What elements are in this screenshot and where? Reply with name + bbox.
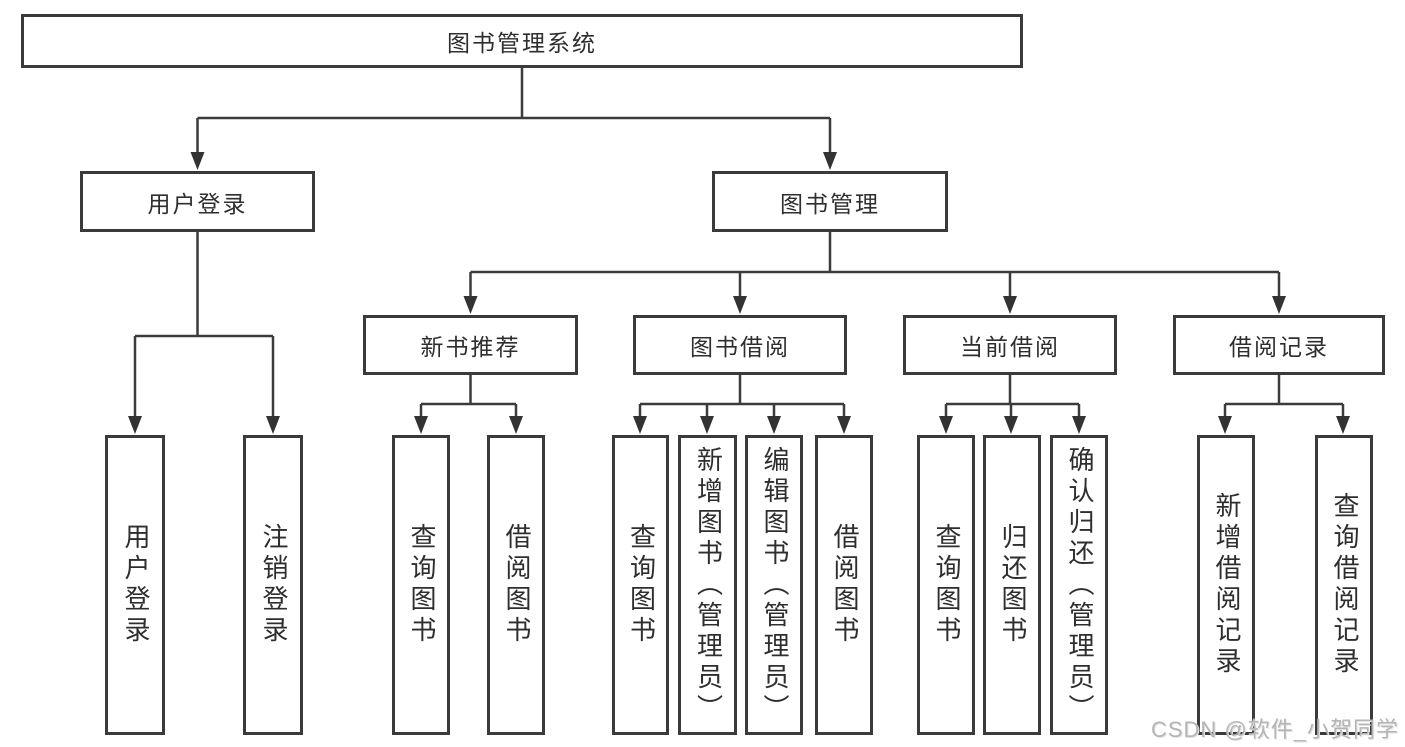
arrowheads xyxy=(128,152,1350,434)
leaf-current-query-book: 查询图书 xyxy=(917,435,975,735)
leaf-recommend-query-book-label: 查询图书 xyxy=(406,523,437,647)
node-user-login: 用户登录 xyxy=(80,171,315,232)
node-book-management: 图书管理 xyxy=(712,171,948,232)
node-root: 图书管理系统 xyxy=(21,14,1023,68)
leaf-borrowing-query-book-label: 查询图书 xyxy=(626,523,657,647)
leaf-add-book-admin-label: 新增图书（管理员） xyxy=(693,445,724,725)
leaf-confirm-return-admin-label: 确认归还（管理员） xyxy=(1064,445,1095,725)
node-borrowing-records-label: 借阅记录 xyxy=(1229,334,1329,360)
node-user-login-label: 用户登录 xyxy=(147,190,248,217)
node-current-borrowing-label: 当前借阅 xyxy=(960,334,1060,360)
watermark: CSDN @软件_小贺同学 xyxy=(1150,717,1399,742)
leaf-confirm-return-admin: 确认归还（管理员） xyxy=(1050,435,1108,735)
leaf-logout: 注销登录 xyxy=(243,435,303,735)
node-book-borrowing-label: 图书借阅 xyxy=(690,334,790,360)
leaf-borrowing-borrow-book: 借阅图书 xyxy=(815,435,873,735)
leaf-add-borrow-record-label: 新增借阅记录 xyxy=(1211,492,1242,678)
leaf-edit-book-admin-label: 编辑图书（管理员） xyxy=(759,445,790,725)
leaf-user-login: 用户登录 xyxy=(105,435,165,735)
leaf-query-borrow-record-label: 查询借阅记录 xyxy=(1329,492,1360,678)
node-book-management-label: 图书管理 xyxy=(780,190,880,217)
leaf-logout-label: 注销登录 xyxy=(258,523,289,647)
leaf-return-book: 归还图书 xyxy=(983,435,1041,735)
leaf-add-borrow-record: 新增借阅记录 xyxy=(1197,435,1255,735)
leaf-current-query-book-label: 查询图书 xyxy=(931,523,962,647)
leaf-recommend-borrow-book-label: 借阅图书 xyxy=(501,523,532,647)
leaf-query-borrow-record: 查询借阅记录 xyxy=(1315,435,1373,735)
leaf-recommend-query-book: 查询图书 xyxy=(392,435,450,735)
node-new-book-recommend-label: 新书推荐 xyxy=(420,334,521,360)
leaf-return-book-label: 归还图书 xyxy=(997,523,1028,647)
leaf-recommend-borrow-book: 借阅图书 xyxy=(487,435,545,735)
node-new-book-recommend: 新书推荐 xyxy=(363,315,578,375)
node-book-borrowing: 图书借阅 xyxy=(633,315,847,375)
node-borrowing-records: 借阅记录 xyxy=(1173,315,1385,375)
leaf-user-login-label: 用户登录 xyxy=(120,523,151,647)
leaf-edit-book-admin: 编辑图书（管理员） xyxy=(745,435,803,735)
leaf-borrowing-borrow-book-label: 借阅图书 xyxy=(829,523,860,647)
node-root-label: 图书管理系统 xyxy=(447,30,597,56)
leaf-add-book-admin: 新增图书（管理员） xyxy=(678,435,737,735)
node-current-borrowing: 当前借阅 xyxy=(903,315,1117,375)
leaf-borrowing-query-book: 查询图书 xyxy=(612,435,669,735)
